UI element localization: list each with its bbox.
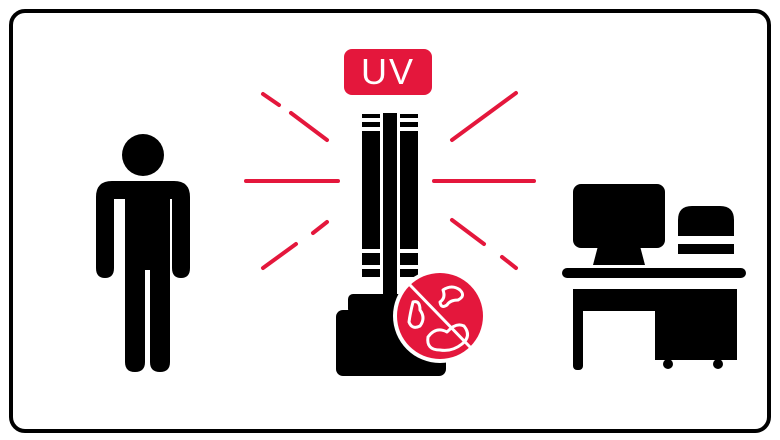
- no-germs-icon: [393, 269, 487, 363]
- light-rays-icon: [244, 91, 536, 270]
- computer-desk-icon: [562, 184, 746, 370]
- uv-lamp-tower-icon: [336, 49, 446, 376]
- uv-label-background: [344, 49, 432, 95]
- uv-label: UV: [360, 51, 415, 92]
- person-icon: [96, 134, 190, 372]
